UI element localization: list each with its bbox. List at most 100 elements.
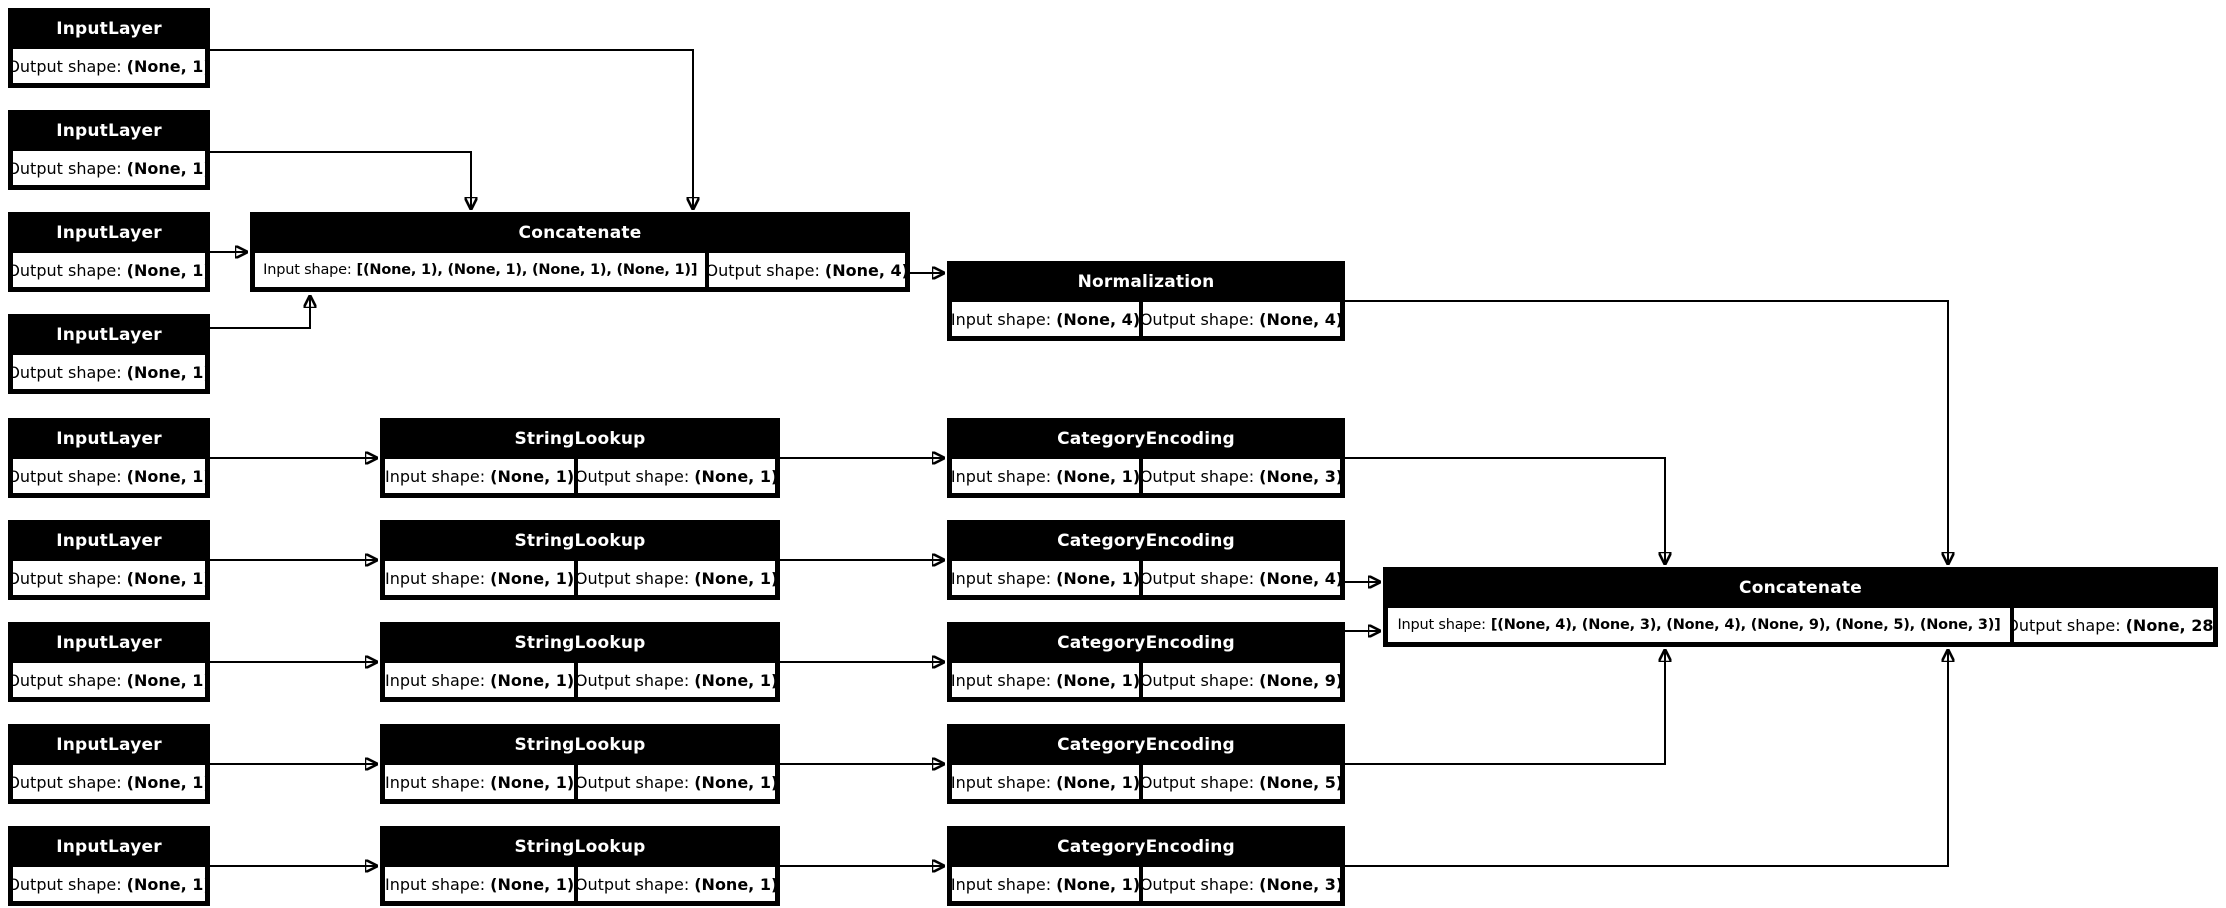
output-shape-label: Output shape: xyxy=(13,466,122,486)
output-shape-label: Output shape: xyxy=(578,874,690,894)
input-shape-label: Input shape: xyxy=(385,772,486,792)
edge-input1-concat1 xyxy=(210,49,693,208)
output-shape-cell: Output shape:(None, 1) xyxy=(13,459,205,493)
layer-title: StringLookup xyxy=(514,429,646,449)
input-shape-cell: Input shape:[(None, 4), (None, 3), (None… xyxy=(1388,608,2011,642)
output-shape-cell: Output shape:(None, 1) xyxy=(578,561,775,595)
output-shape-cell: Output shape:(None, 1) xyxy=(13,663,205,697)
edge-ce5-concat2 xyxy=(1345,651,1948,867)
input-shape-label: Input shape: xyxy=(385,874,486,894)
input-shape-label: Input shape: xyxy=(952,568,1052,588)
output-shape-value: (None, 1) xyxy=(126,772,205,792)
output-shape-cell: Output shape:(None, 5) xyxy=(1143,765,1340,799)
output-shape-cell: Output shape:(None, 4) xyxy=(1143,561,1340,595)
input-shape-cell: Input shape:(None, 1) xyxy=(952,663,1140,697)
input-shape-label: Input shape: xyxy=(385,466,486,486)
input-shape-cell: Input shape:(None, 1) xyxy=(385,459,575,493)
layer-inputlayer-7: InputLayer Output shape:(None, 1) xyxy=(8,622,210,702)
layer-categoryencoding-1: CategoryEncoding Input shape:(None, 1) O… xyxy=(947,418,1345,498)
input-shape-cell: Input shape:(None, 1) xyxy=(952,765,1140,799)
output-shape-value: (None, 1) xyxy=(126,670,205,690)
output-shape-label: Output shape: xyxy=(1143,309,1255,329)
input-shape-cell: Input shape:(None, 1) xyxy=(385,663,575,697)
layer-inputlayer-3: InputLayer Output shape:(None, 1) xyxy=(8,212,210,292)
layer-title: InputLayer xyxy=(56,531,162,551)
input-shape-label: Input shape: xyxy=(952,874,1052,894)
output-shape-value: (None, 1) xyxy=(694,874,775,894)
output-shape-value: (None, 5) xyxy=(1259,772,1340,792)
output-shape-cell: Output shape:(None, 28) xyxy=(2014,608,2213,642)
output-shape-cell: Output shape:(None, 1) xyxy=(13,561,205,595)
layer-title: InputLayer xyxy=(56,429,162,449)
output-shape-label: Output shape: xyxy=(2014,615,2121,635)
input-shape-value: (None, 1) xyxy=(1056,772,1140,792)
output-shape-value: (None, 1) xyxy=(126,260,205,280)
output-shape-label: Output shape: xyxy=(13,362,122,382)
layer-title: Concatenate xyxy=(1739,578,1862,598)
input-shape-label: Input shape: xyxy=(952,670,1052,690)
output-shape-cell: Output shape:(None, 1) xyxy=(578,765,775,799)
output-shape-label: Output shape: xyxy=(578,568,690,588)
layer-title: Concatenate xyxy=(518,223,642,243)
output-shape-label: Output shape: xyxy=(1143,670,1255,690)
input-shape-value: (None, 1) xyxy=(490,874,575,894)
input-shape-cell: Input shape:(None, 1) xyxy=(385,765,575,799)
output-shape-value: (None, 9) xyxy=(1259,670,1340,690)
output-shape-value: (None, 3) xyxy=(1259,874,1340,894)
input-shape-cell: Input shape:(None, 1) xyxy=(952,561,1140,595)
layer-concatenate-1: Concatenate Input shape:[(None, 1), (Non… xyxy=(250,212,910,292)
input-shape-label: Input shape: xyxy=(263,262,352,278)
layer-title: InputLayer xyxy=(56,837,162,857)
output-shape-cell: Output shape:(None, 3) xyxy=(1143,867,1340,901)
layer-title: StringLookup xyxy=(514,735,646,755)
input-shape-value: (None, 1) xyxy=(490,568,575,588)
input-shape-value: (None, 1) xyxy=(1056,670,1140,690)
layer-title: CategoryEncoding xyxy=(1057,735,1235,755)
input-shape-label: Input shape: xyxy=(385,568,486,588)
output-shape-label: Output shape: xyxy=(1143,874,1255,894)
output-shape-cell: Output shape:(None, 3) xyxy=(1143,459,1340,493)
input-shape-cell: Input shape:(None, 1) xyxy=(385,867,575,901)
output-shape-label: Output shape: xyxy=(1143,568,1255,588)
output-shape-cell: Output shape:(None, 1) xyxy=(578,867,775,901)
edge-input4-concat1 xyxy=(210,297,310,329)
layer-title: CategoryEncoding xyxy=(1057,633,1235,653)
output-shape-cell: Output shape:(None, 1) xyxy=(578,663,775,697)
input-shape-label: Input shape: xyxy=(1397,617,1486,633)
layer-normalization: Normalization Input shape:(None, 4) Outp… xyxy=(947,261,1345,341)
layer-inputlayer-4: InputLayer Output shape:(None, 1) xyxy=(8,314,210,394)
layer-title: CategoryEncoding xyxy=(1057,531,1235,551)
layer-stringlookup-1: StringLookup Input shape:(None, 1) Outpu… xyxy=(380,418,780,498)
input-shape-value: (None, 1) xyxy=(1056,466,1140,486)
layer-title: InputLayer xyxy=(56,121,162,141)
edge-ce1-concat2 xyxy=(1345,457,1665,563)
output-shape-value: (None, 1) xyxy=(126,466,205,486)
output-shape-label: Output shape: xyxy=(13,56,122,76)
output-shape-label: Output shape: xyxy=(709,260,820,280)
output-shape-label: Output shape: xyxy=(578,670,690,690)
layer-title: Normalization xyxy=(1077,272,1215,292)
input-shape-value: [(None, 4), (None, 3), (None, 4), (None,… xyxy=(1490,617,2001,633)
output-shape-label: Output shape: xyxy=(13,772,122,792)
output-shape-value: (None, 1) xyxy=(694,772,775,792)
input-shape-cell: Input shape:(None, 1) xyxy=(952,867,1140,901)
layer-inputlayer-2: InputLayer Output shape:(None, 1) xyxy=(8,110,210,190)
output-shape-cell: Output shape:(None, 4) xyxy=(709,253,905,287)
output-shape-value: (None, 4) xyxy=(824,260,905,280)
edge-norm-concat2 xyxy=(1345,300,1948,563)
layer-stringlookup-5: StringLookup Input shape:(None, 1) Outpu… xyxy=(380,826,780,906)
output-shape-cell: Output shape:(None, 1) xyxy=(13,49,205,83)
output-shape-cell: Output shape:(None, 1) xyxy=(13,867,205,901)
output-shape-cell: Output shape:(None, 1) xyxy=(578,459,775,493)
layer-stringlookup-2: StringLookup Input shape:(None, 1) Outpu… xyxy=(380,520,780,600)
input-shape-value: (None, 1) xyxy=(490,670,575,690)
output-shape-label: Output shape: xyxy=(1143,772,1255,792)
output-shape-label: Output shape: xyxy=(13,260,122,280)
output-shape-cell: Output shape:(None, 1) xyxy=(13,355,205,389)
output-shape-value: (None, 1) xyxy=(126,568,205,588)
output-shape-label: Output shape: xyxy=(13,670,122,690)
layer-inputlayer-9: InputLayer Output shape:(None, 1) xyxy=(8,826,210,906)
layer-title: InputLayer xyxy=(56,325,162,345)
